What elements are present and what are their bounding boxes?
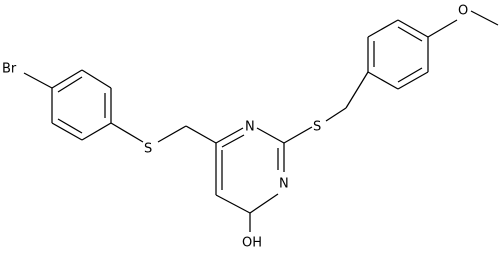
bromine-label: Br <box>2 62 17 77</box>
bond-c-o <box>427 19 458 38</box>
nitrogen-bottom-label: N <box>279 177 289 192</box>
bond-s-ch2 <box>157 125 187 143</box>
bond <box>81 122 112 141</box>
double-bond-inner <box>397 26 423 42</box>
double-bond-inner <box>397 67 423 83</box>
pyrimidine-ring <box>215 127 285 214</box>
bond <box>397 19 429 38</box>
nitrogen-top-label: N <box>245 120 255 135</box>
bond-ch2-ring <box>345 71 369 109</box>
bond-c-br <box>23 72 53 89</box>
bond <box>51 69 83 89</box>
double-bond-inner <box>57 76 83 93</box>
bond <box>215 127 244 144</box>
methoxyphenyl-ring <box>367 19 429 90</box>
bromophenyl-ring <box>51 69 112 141</box>
bond <box>367 19 399 38</box>
bond <box>51 122 83 141</box>
bond <box>397 71 429 90</box>
bond <box>249 193 279 214</box>
double-bond-inner <box>221 134 245 148</box>
oxygen-methoxy-label: O <box>458 4 468 19</box>
sulfur-right-label: S <box>313 120 321 135</box>
bond-s-ch2 <box>325 107 347 122</box>
sulfur-left-label: S <box>144 142 152 157</box>
hydroxyl-label: OH <box>242 236 262 251</box>
bond-ring-s <box>110 122 144 143</box>
bond <box>81 69 112 89</box>
bond-o-ch3 <box>470 10 499 26</box>
bond <box>367 71 399 90</box>
bond <box>215 194 251 214</box>
bond-pyrimidine-s <box>283 126 313 144</box>
bond <box>256 127 285 144</box>
bond-ch2-pyrimidine <box>185 125 217 144</box>
double-bond-inner <box>57 118 83 134</box>
